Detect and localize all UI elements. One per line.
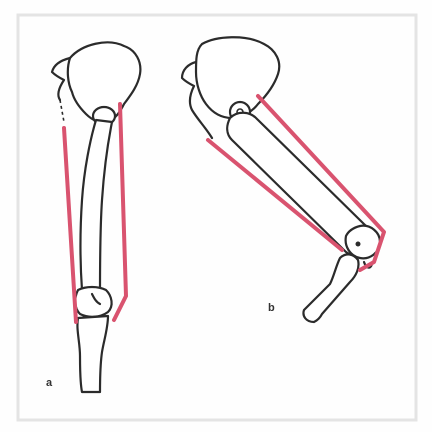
hamstring-line-a xyxy=(64,128,76,322)
panel-label-a: a xyxy=(46,377,53,389)
quadriceps-line-a xyxy=(114,104,126,320)
knee-pivot-b xyxy=(356,242,361,247)
panel-b: b xyxy=(182,37,384,322)
knee-a xyxy=(75,287,111,317)
panel-a: a xyxy=(46,42,140,392)
tibia-b xyxy=(303,254,358,322)
pelvis-hidden-edge-a xyxy=(60,100,64,122)
femur-a xyxy=(81,120,113,292)
tibia-a xyxy=(77,316,108,392)
panel-label-b: b xyxy=(268,302,275,314)
